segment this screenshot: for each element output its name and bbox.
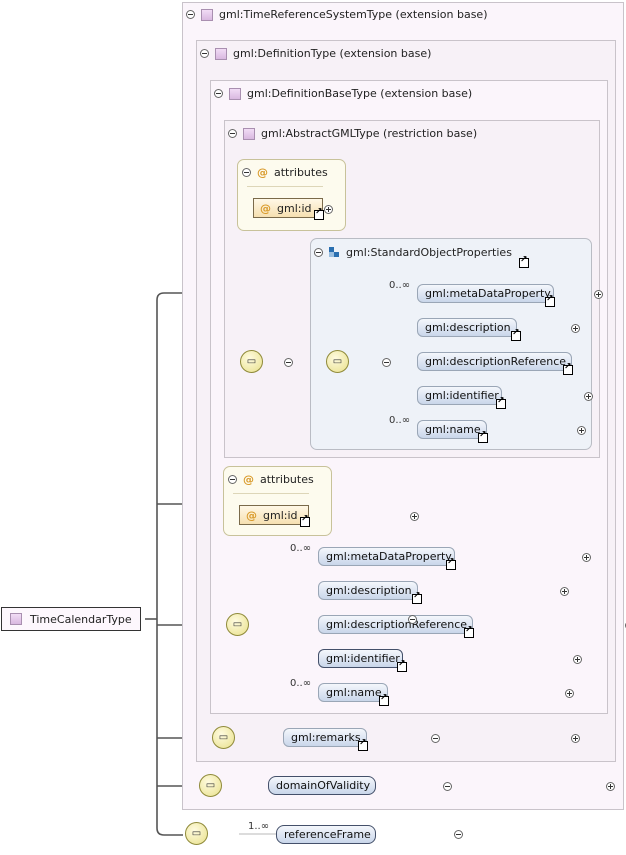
element-domain-of-validity[interactable]: domainOfValidity — [268, 776, 376, 795]
attribute-gml-id-inner[interactable]: @ gml:id — [253, 198, 323, 218]
sequence-compositor-icon[interactable]: ▭ — [226, 613, 249, 636]
attribute-at-icon: @ — [243, 473, 254, 486]
collapse-toggle-icon[interactable] — [382, 358, 391, 367]
cardinality-label: 1..∞ — [248, 821, 270, 832]
attributes-header-outer: @ attributes — [228, 473, 314, 486]
element-name[interactable]: gml:name — [318, 683, 388, 702]
link-arrow-icon[interactable] — [314, 207, 324, 220]
collapse-toggle-icon[interactable] — [407, 615, 417, 624]
frame-title-abstract-gml: gml:AbstractGMLType (restriction base) — [228, 127, 477, 140]
frame-label: gml:DefinitionBaseType (extension base) — [247, 87, 473, 100]
attribute-at-icon: @ — [257, 166, 268, 179]
attributes-label: attributes — [274, 166, 328, 179]
cardinality-label: 0..∞ — [389, 280, 411, 291]
divider — [247, 186, 323, 187]
sequence-compositor-icon[interactable]: ▭ — [240, 350, 263, 373]
expand-toggle-icon[interactable] — [576, 426, 586, 435]
root-type-box[interactable]: TimeCalendarType — [1, 607, 141, 631]
frame-label: gml:AbstractGMLType (restriction base) — [261, 127, 478, 140]
expand-toggle-icon[interactable] — [584, 392, 593, 401]
element-description[interactable]: gml:description — [417, 318, 517, 337]
expand-toggle-icon[interactable] — [410, 512, 419, 521]
attribute-at-icon: @ — [246, 508, 257, 522]
type-icon — [10, 613, 22, 625]
expand-toggle-icon[interactable] — [324, 205, 333, 214]
element-identifier[interactable]: gml:identifier — [318, 649, 403, 668]
cardinality-label: 0..∞ — [389, 415, 411, 426]
type-icon — [243, 127, 255, 140]
sequence-compositor-icon[interactable]: ▭ — [185, 822, 208, 845]
attribute-name: gml:id — [263, 508, 298, 522]
link-arrow-icon[interactable] — [300, 514, 310, 527]
sequence-compositor-icon[interactable]: ▭ — [199, 774, 222, 797]
sequence-compositor-icon[interactable]: ▭ — [212, 726, 235, 749]
element-description-reference[interactable]: gml:descriptionReference — [318, 615, 473, 634]
attribute-at-icon: @ — [260, 201, 271, 215]
element-reference-frame[interactable]: referenceFrame — [276, 825, 376, 844]
root-type-name: TimeCalendarType — [30, 612, 132, 626]
attribute-name: gml:id — [277, 201, 312, 215]
frame-title-time-reference-system: gml:TimeReferenceSystemType (extension b… — [186, 8, 487, 21]
collapse-toggle-icon[interactable] — [186, 10, 195, 19]
collapse-toggle-icon[interactable] — [442, 782, 452, 791]
collapse-toggle-icon[interactable] — [283, 358, 293, 367]
element-description-reference[interactable]: gml:descriptionReference — [417, 352, 572, 371]
element-meta-data-property[interactable]: gml:metaDataProperty — [318, 547, 455, 566]
sequence-compositor-icon[interactable]: ▭ — [326, 350, 349, 373]
collapse-toggle-icon[interactable] — [314, 248, 323, 257]
attributes-label: attributes — [260, 473, 314, 486]
element-description[interactable]: gml:description — [318, 581, 418, 600]
element-name[interactable]: gml:name — [417, 420, 487, 439]
group-icon — [329, 247, 340, 258]
group-standard-object-properties — [310, 238, 592, 450]
type-icon — [215, 47, 227, 60]
collapse-toggle-icon[interactable] — [453, 830, 463, 839]
collapse-toggle-icon[interactable] — [228, 129, 237, 138]
expand-toggle-icon[interactable] — [582, 553, 591, 562]
expand-toggle-icon[interactable] — [571, 734, 580, 743]
link-arrow-icon[interactable] — [563, 362, 573, 375]
collapse-toggle-icon[interactable] — [242, 168, 251, 177]
frame-title-definition: gml:DefinitionType (extension base) — [200, 47, 431, 60]
collapse-toggle-icon[interactable] — [430, 734, 440, 743]
group-name: gml:StandardObjectProperties — [346, 246, 512, 259]
element-remarks[interactable]: gml:remarks — [283, 728, 367, 747]
expand-toggle-icon[interactable] — [565, 689, 574, 698]
cardinality-label: 0..∞ — [290, 543, 312, 554]
link-arrow-icon[interactable] — [496, 396, 506, 409]
type-icon — [201, 8, 213, 21]
expand-toggle-icon[interactable] — [606, 782, 615, 791]
element-meta-data-property[interactable]: gml:metaDataProperty — [417, 284, 554, 303]
frame-title-definition-base: gml:DefinitionBaseType (extension base) — [214, 87, 472, 100]
link-arrow-icon[interactable] — [358, 738, 368, 751]
frame-label: gml:DefinitionType (extension base) — [233, 47, 432, 60]
expand-toggle-icon[interactable] — [559, 587, 569, 596]
link-arrow-icon[interactable] — [397, 659, 407, 672]
collapse-toggle-icon[interactable] — [200, 49, 209, 58]
link-arrow-icon[interactable] — [464, 625, 474, 638]
element-identifier[interactable]: gml:identifier — [417, 386, 502, 405]
attributes-header-inner: @ attributes — [242, 166, 328, 179]
link-arrow-icon[interactable] — [379, 693, 389, 706]
link-arrow-icon[interactable] — [446, 557, 456, 570]
expand-toggle-icon[interactable] — [571, 324, 580, 333]
link-arrow-icon[interactable] — [511, 328, 521, 341]
collapse-toggle-icon[interactable] — [214, 89, 223, 98]
divider — [233, 493, 309, 494]
collapse-toggle-icon[interactable] — [228, 475, 237, 484]
attributes-box-inner — [237, 159, 346, 231]
attribute-gml-id-outer[interactable]: @ gml:id — [239, 505, 309, 525]
frame-label: gml:TimeReferenceSystemType (extension b… — [219, 8, 488, 21]
expand-toggle-icon[interactable] — [593, 290, 603, 299]
link-arrow-icon[interactable] — [545, 294, 555, 307]
cardinality-label: 0..∞ — [290, 678, 312, 689]
link-arrow-icon[interactable] — [478, 430, 488, 443]
type-icon — [229, 87, 241, 100]
link-arrow-icon[interactable] — [519, 255, 529, 268]
link-arrow-icon[interactable] — [412, 591, 422, 604]
expand-toggle-icon[interactable] — [572, 655, 582, 664]
group-header: gml:StandardObjectProperties — [314, 246, 512, 259]
